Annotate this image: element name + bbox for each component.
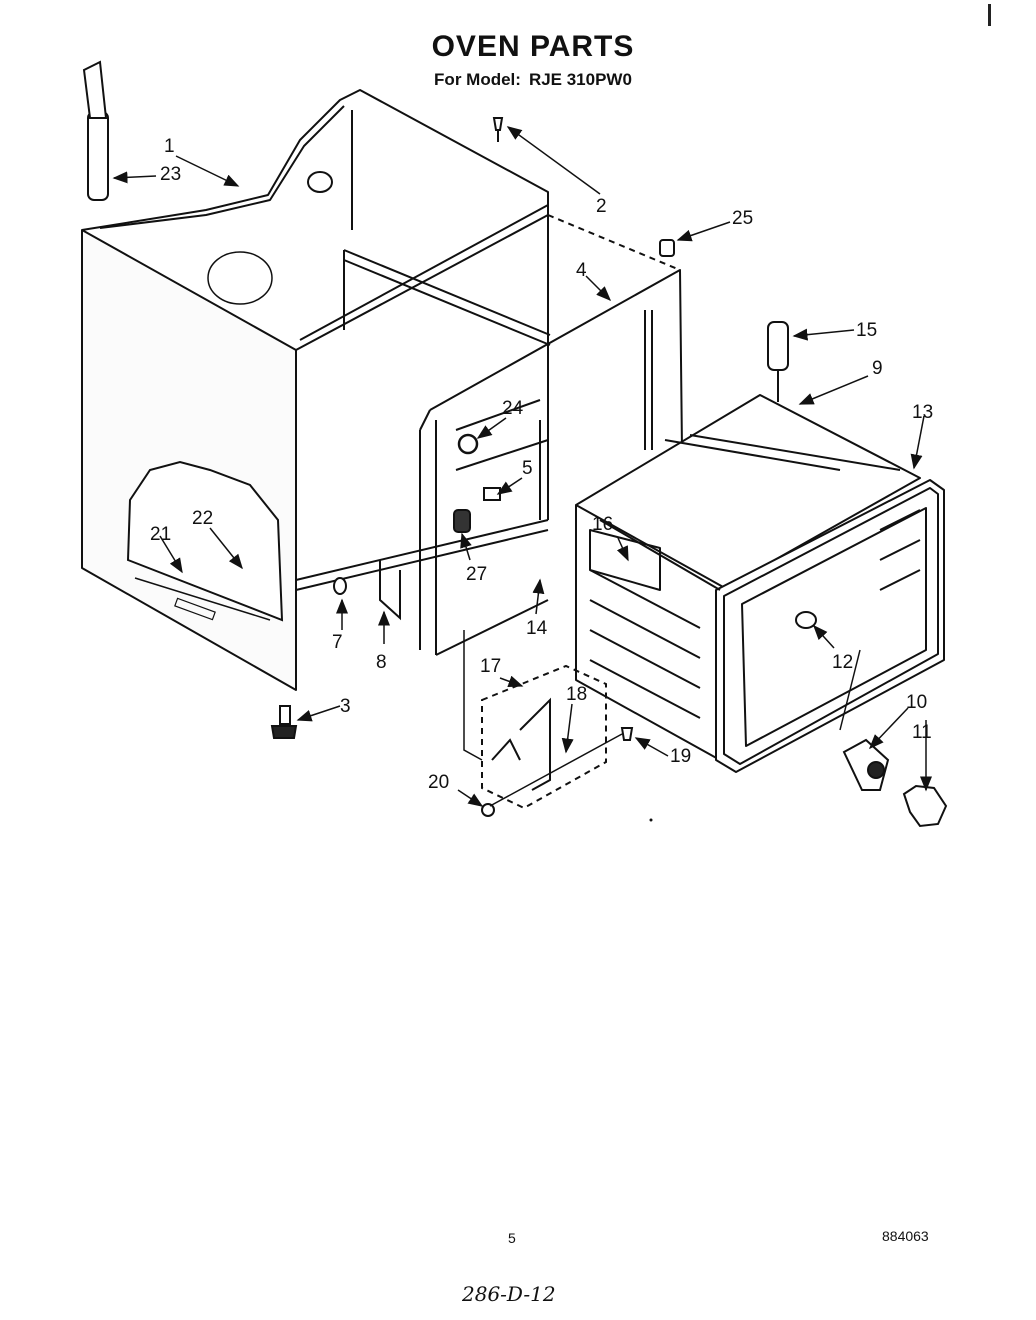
document-code: 884063	[882, 1228, 929, 1244]
callout-10: 10	[906, 692, 927, 713]
callout-2: 2	[596, 196, 607, 217]
cabinet-front-frame	[429, 269, 683, 451]
callout-arrows	[112, 126, 932, 807]
part-25-plug	[659, 239, 675, 257]
handwritten-note: 286-D-12	[462, 1282, 556, 1306]
callout-8: 8	[376, 652, 387, 673]
part-23-sleeve	[82, 60, 109, 201]
callout-16: 16	[592, 514, 613, 535]
part-2-screw	[492, 117, 504, 142]
callout-20: 20	[428, 772, 449, 793]
model-label: For Model:	[434, 70, 521, 89]
callout-4: 4	[576, 260, 587, 281]
callout-9: 9	[872, 358, 883, 379]
part-27-connector	[453, 509, 471, 533]
part-15-sensor	[767, 321, 789, 402]
callout-27: 27	[466, 564, 487, 585]
callout-17: 17	[480, 656, 501, 677]
callout-11: 11	[912, 722, 932, 743]
part-5-clip	[483, 487, 501, 501]
callout-7: 7	[332, 632, 343, 653]
part-3-leveling-leg	[270, 705, 298, 739]
callout-1: 1	[164, 136, 175, 157]
callout-15: 15	[856, 320, 877, 341]
model-number: RJE 310PW0	[528, 70, 632, 89]
page-edge-mark	[988, 4, 991, 26]
part-8-bracket	[379, 560, 401, 621]
callout-19: 19	[670, 746, 691, 767]
part-20-clip	[481, 803, 495, 817]
callout-labels: 1 2 3 4 5 7 8 9 10 11 12 13 14 15 16 17 …	[150, 136, 933, 793]
callout-12: 12	[832, 652, 853, 673]
cabinet-top-frame	[81, 89, 549, 231]
callout-23: 23	[160, 164, 181, 185]
part-7-bumper	[333, 577, 347, 595]
oven-front-frame	[715, 479, 945, 773]
part-11-bulb	[902, 784, 948, 828]
callout-14: 14	[526, 618, 548, 639]
callout-13: 13	[912, 402, 933, 423]
side-panel-cutout	[126, 460, 284, 622]
part-10-lamp-socket	[842, 738, 890, 791]
callout-3: 3	[340, 696, 351, 717]
callout-25: 25	[732, 208, 753, 229]
callout-24: 24	[502, 398, 524, 419]
part-19-screw	[620, 727, 634, 741]
part-17-latch-assembly	[481, 664, 607, 810]
part-24-grommet	[457, 433, 479, 455]
page-title: OVEN PARTS	[431, 30, 635, 63]
callout-22: 22	[192, 508, 213, 529]
oven-light-opening	[795, 611, 817, 629]
page-number: 5	[508, 1230, 516, 1246]
cabinet-left-panel	[81, 229, 297, 691]
callout-18: 18	[566, 684, 587, 705]
oven-cavity	[575, 394, 945, 773]
callout-21: 21	[150, 524, 171, 545]
model-subtitle: For Model: RJE 310PW0	[0, 70, 1036, 90]
callout-5: 5	[522, 458, 533, 479]
